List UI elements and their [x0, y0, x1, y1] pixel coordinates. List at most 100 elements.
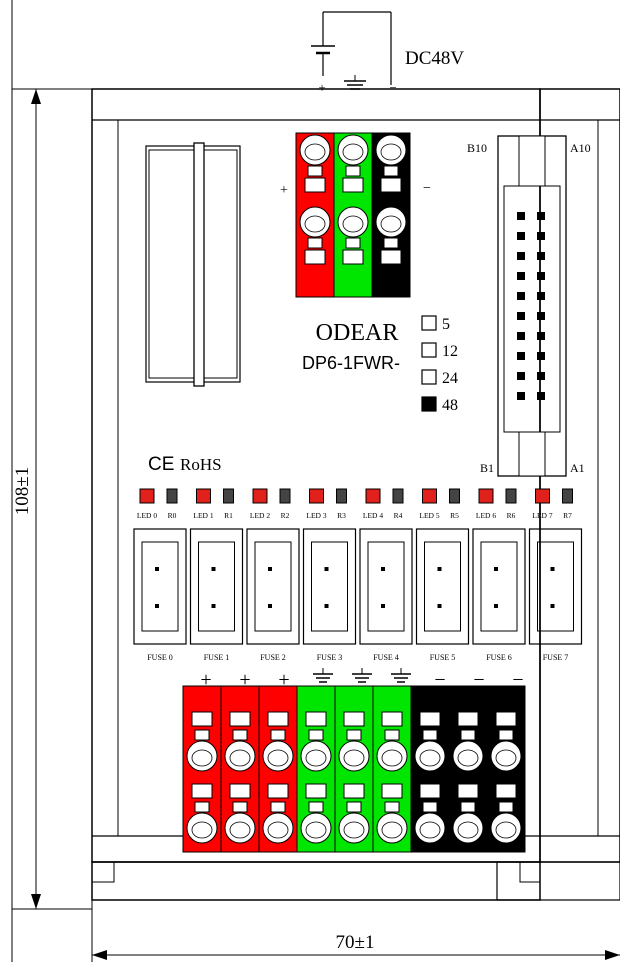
- pin-label-a1: A1: [570, 461, 585, 475]
- pin-label-a10: A10: [570, 141, 591, 155]
- wire-entry: [383, 237, 399, 249]
- connector-pin: [517, 332, 525, 340]
- wire-clamp: [495, 783, 517, 799]
- wire-entry: [270, 729, 286, 741]
- fuse-contact: [268, 567, 272, 571]
- fuse-label: FUSE 6: [486, 653, 512, 662]
- screw-head: [490, 740, 522, 772]
- fuse-cap: [311, 541, 348, 632]
- screw-slot: [191, 749, 213, 767]
- wire-clamp: [419, 711, 441, 727]
- relay-label: R5: [450, 511, 459, 520]
- fuse-contact: [550, 604, 555, 608]
- screw-head: [224, 740, 256, 772]
- screw-head: [299, 206, 331, 238]
- screw-terminal: [186, 711, 218, 772]
- screw-terminal: [299, 206, 331, 265]
- wire-entry: [308, 801, 324, 813]
- connector-pin: [537, 272, 545, 280]
- wire-entry: [422, 729, 438, 741]
- screw-slot: [342, 215, 364, 233]
- wire-clamp: [304, 177, 326, 193]
- screw-terminal: [300, 783, 332, 844]
- screw-head: [414, 812, 446, 844]
- fuse-contact: [268, 604, 272, 608]
- minus-symbol: −: [512, 669, 523, 691]
- brand-name: ODEAR: [316, 320, 399, 346]
- wire-clamp: [191, 783, 213, 799]
- heatsink-block: [145, 142, 241, 387]
- led-indicator: [422, 488, 437, 504]
- screw-terminal: [375, 206, 407, 265]
- screw-head: [452, 740, 484, 772]
- connector-pin: [537, 292, 545, 300]
- led-label: LED 2: [250, 511, 270, 520]
- heatsink-clip: [193, 142, 205, 387]
- screw-terminal: [337, 134, 369, 193]
- connector-latch: [518, 135, 546, 187]
- screw-slot: [495, 821, 517, 839]
- wire-clamp: [495, 711, 517, 727]
- fuse-contact: [211, 567, 216, 571]
- wire-entry: [383, 165, 399, 177]
- screw-terminal: [490, 783, 522, 844]
- screw-terminal: [300, 711, 332, 772]
- ground-icon: [391, 668, 411, 683]
- led-label: LED 3: [306, 511, 326, 520]
- relay-indicator: [279, 488, 291, 504]
- foot-clip: [91, 861, 115, 883]
- wire-clamp: [380, 177, 402, 193]
- fuse-label: FUSE 7: [543, 653, 569, 662]
- screw-terminal: [224, 783, 256, 844]
- led-label: LED 0: [137, 511, 157, 520]
- connector-pin: [517, 272, 525, 280]
- screw-slot: [267, 749, 289, 767]
- screw-slot: [229, 749, 251, 767]
- wire-entry: [498, 729, 514, 741]
- relay-indicator: [505, 488, 517, 504]
- wire-clamp: [419, 783, 441, 799]
- plus-symbol: +: [239, 669, 250, 691]
- supply-voltage-label: DC48V: [405, 48, 464, 69]
- fuse-contact: [437, 567, 442, 571]
- screw-slot: [419, 821, 441, 839]
- wire-clamp: [343, 711, 365, 727]
- fuse-label: FUSE 2: [260, 653, 286, 662]
- wire-clamp: [267, 711, 289, 727]
- model-number: DP6-1FWR-: [302, 353, 400, 373]
- screw-head: [300, 740, 332, 772]
- screw-head: [376, 812, 408, 844]
- led-indicator: [478, 488, 494, 504]
- led-indicator: [139, 488, 155, 504]
- connector-pin: [537, 252, 545, 260]
- screw-slot: [229, 821, 251, 839]
- connector-pin: [537, 392, 545, 400]
- wire-clamp: [304, 249, 326, 265]
- voltage-checkbox-12: [421, 342, 437, 358]
- relay-label: R0: [168, 511, 177, 520]
- wire-clamp: [381, 783, 403, 799]
- fuse-contact: [155, 567, 159, 571]
- ground-icon: [313, 668, 333, 683]
- led-label: LED 6: [476, 511, 496, 520]
- led-indicator: [309, 488, 324, 504]
- screw-slot: [304, 143, 326, 161]
- wire-entry: [345, 237, 361, 249]
- ground-icon: [344, 75, 366, 90]
- connector-pin: [537, 312, 545, 320]
- wire-entry: [307, 165, 323, 177]
- connector-pin: [537, 372, 545, 380]
- wire-clamp: [342, 249, 364, 265]
- connector-pin: [537, 352, 545, 360]
- wire-entry: [384, 729, 400, 741]
- fuse-cap: [198, 541, 235, 632]
- wire-entry: [498, 801, 514, 813]
- screw-slot: [191, 821, 213, 839]
- wire-entry: [460, 729, 476, 741]
- wire-clamp: [380, 249, 402, 265]
- screw-terminal: [376, 711, 408, 772]
- screw-terminal: [186, 783, 218, 844]
- wire-clamp: [457, 711, 479, 727]
